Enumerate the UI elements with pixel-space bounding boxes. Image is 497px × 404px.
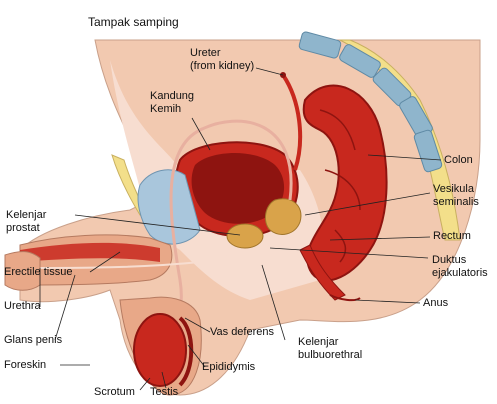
ureter-label: Ureter (from kidney) (190, 47, 254, 73)
seminal-vesicle-label-line1: Vesikula (433, 183, 474, 195)
foreskin-label: Foreskin (4, 359, 47, 371)
colon-label: Colon (444, 154, 473, 166)
ureter-label-line1: Ureter (190, 47, 221, 59)
anus-shape (329, 294, 361, 302)
ureter-label-line2: (from kidney) (190, 60, 255, 72)
testis-label: Testis (150, 386, 179, 398)
bladder-inner (191, 152, 285, 224)
bladder-label-line1: Kandung (150, 90, 195, 102)
testis-shape (133, 313, 187, 387)
erectile-tissue-label: Erectile tissue (4, 266, 73, 278)
spine (298, 31, 443, 173)
rectum-label: Rectum (433, 230, 471, 242)
prostate-label: Kelenjar prostat (6, 209, 46, 235)
title-label: Tampak samping (88, 15, 179, 29)
prostate-label-line2: prostat (6, 222, 40, 234)
seminal-vesicle-label: Vesikula seminalis (433, 183, 479, 209)
bladder-label: Kandung Kemih (150, 90, 194, 116)
seminal-vesicle-label-line2: seminalis (433, 196, 479, 208)
epididymis-shape (178, 316, 194, 387)
prostate-shape (226, 223, 264, 249)
ejaculatory-duct-label-line1: Duktus (432, 254, 467, 266)
erectile-tissue-shape (20, 242, 160, 262)
vas-deferens-label: Vas deferens (210, 326, 275, 338)
anus-label: Anus (423, 297, 449, 309)
bladder-fascia (137, 169, 201, 245)
scrotum-label: Scrotum (94, 386, 135, 398)
ejaculatory-duct-label: Duktus ejakulatoris (432, 254, 488, 280)
prostate-label-line1: Kelenjar (6, 209, 47, 221)
bulbourethral-label-line2: bulbuorethral (298, 349, 363, 361)
leader-lines (39, 67, 442, 391)
seminal-vesicle-shape (264, 198, 302, 235)
bladder-label-line2: Kemih (150, 103, 182, 115)
bulbourethral-label-line1: Kelenjar (298, 336, 339, 348)
urethra-label: Urethra (4, 300, 41, 312)
epididymis-label: Epididymis (202, 361, 256, 373)
ureter-tube (281, 73, 303, 171)
urethra-line (19, 249, 241, 269)
glans-penis-label: Glans penis (4, 334, 63, 346)
bulbourethral-label: Kelenjar bulbuorethral (298, 336, 362, 362)
ejaculatory-duct-label-line2: ejakulatoris (432, 267, 488, 279)
rectum-shape (299, 244, 346, 301)
